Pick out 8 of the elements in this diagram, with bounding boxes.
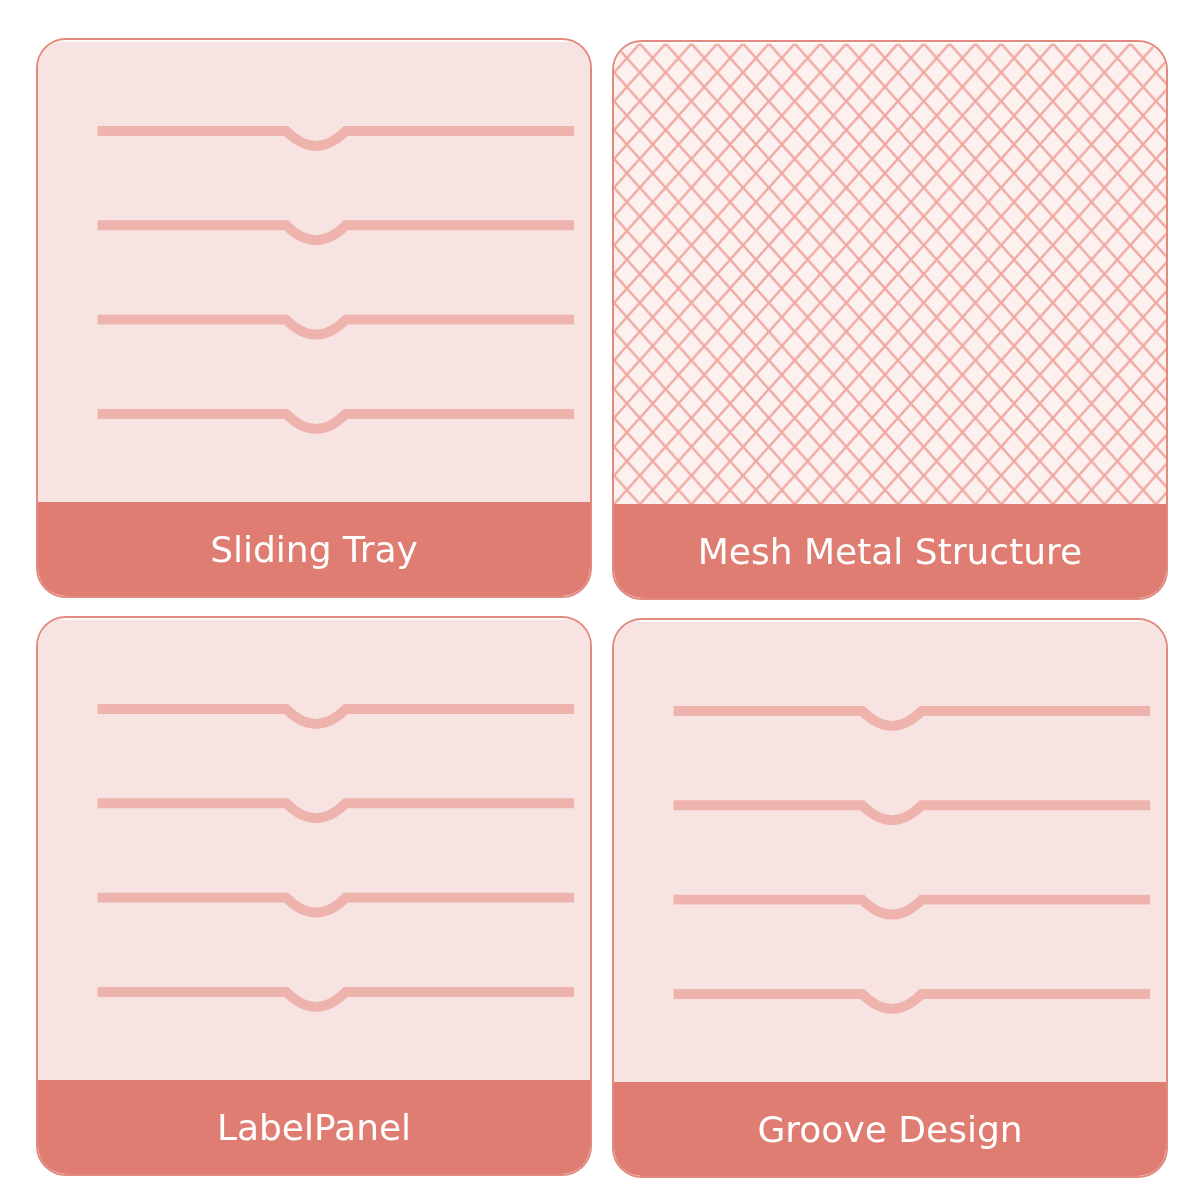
feature-card <box>36 616 592 1176</box>
feature-card <box>612 40 1168 600</box>
feature-caption: Groove Design <box>757 1108 1023 1150</box>
feature-caption: LabelPanel <box>216 1106 412 1148</box>
feature-card <box>36 38 592 598</box>
feature-card <box>612 618 1168 1178</box>
feature-caption: Sliding Tray <box>210 528 418 570</box>
feature-caption: Mesh Metal Structure <box>697 530 1083 572</box>
